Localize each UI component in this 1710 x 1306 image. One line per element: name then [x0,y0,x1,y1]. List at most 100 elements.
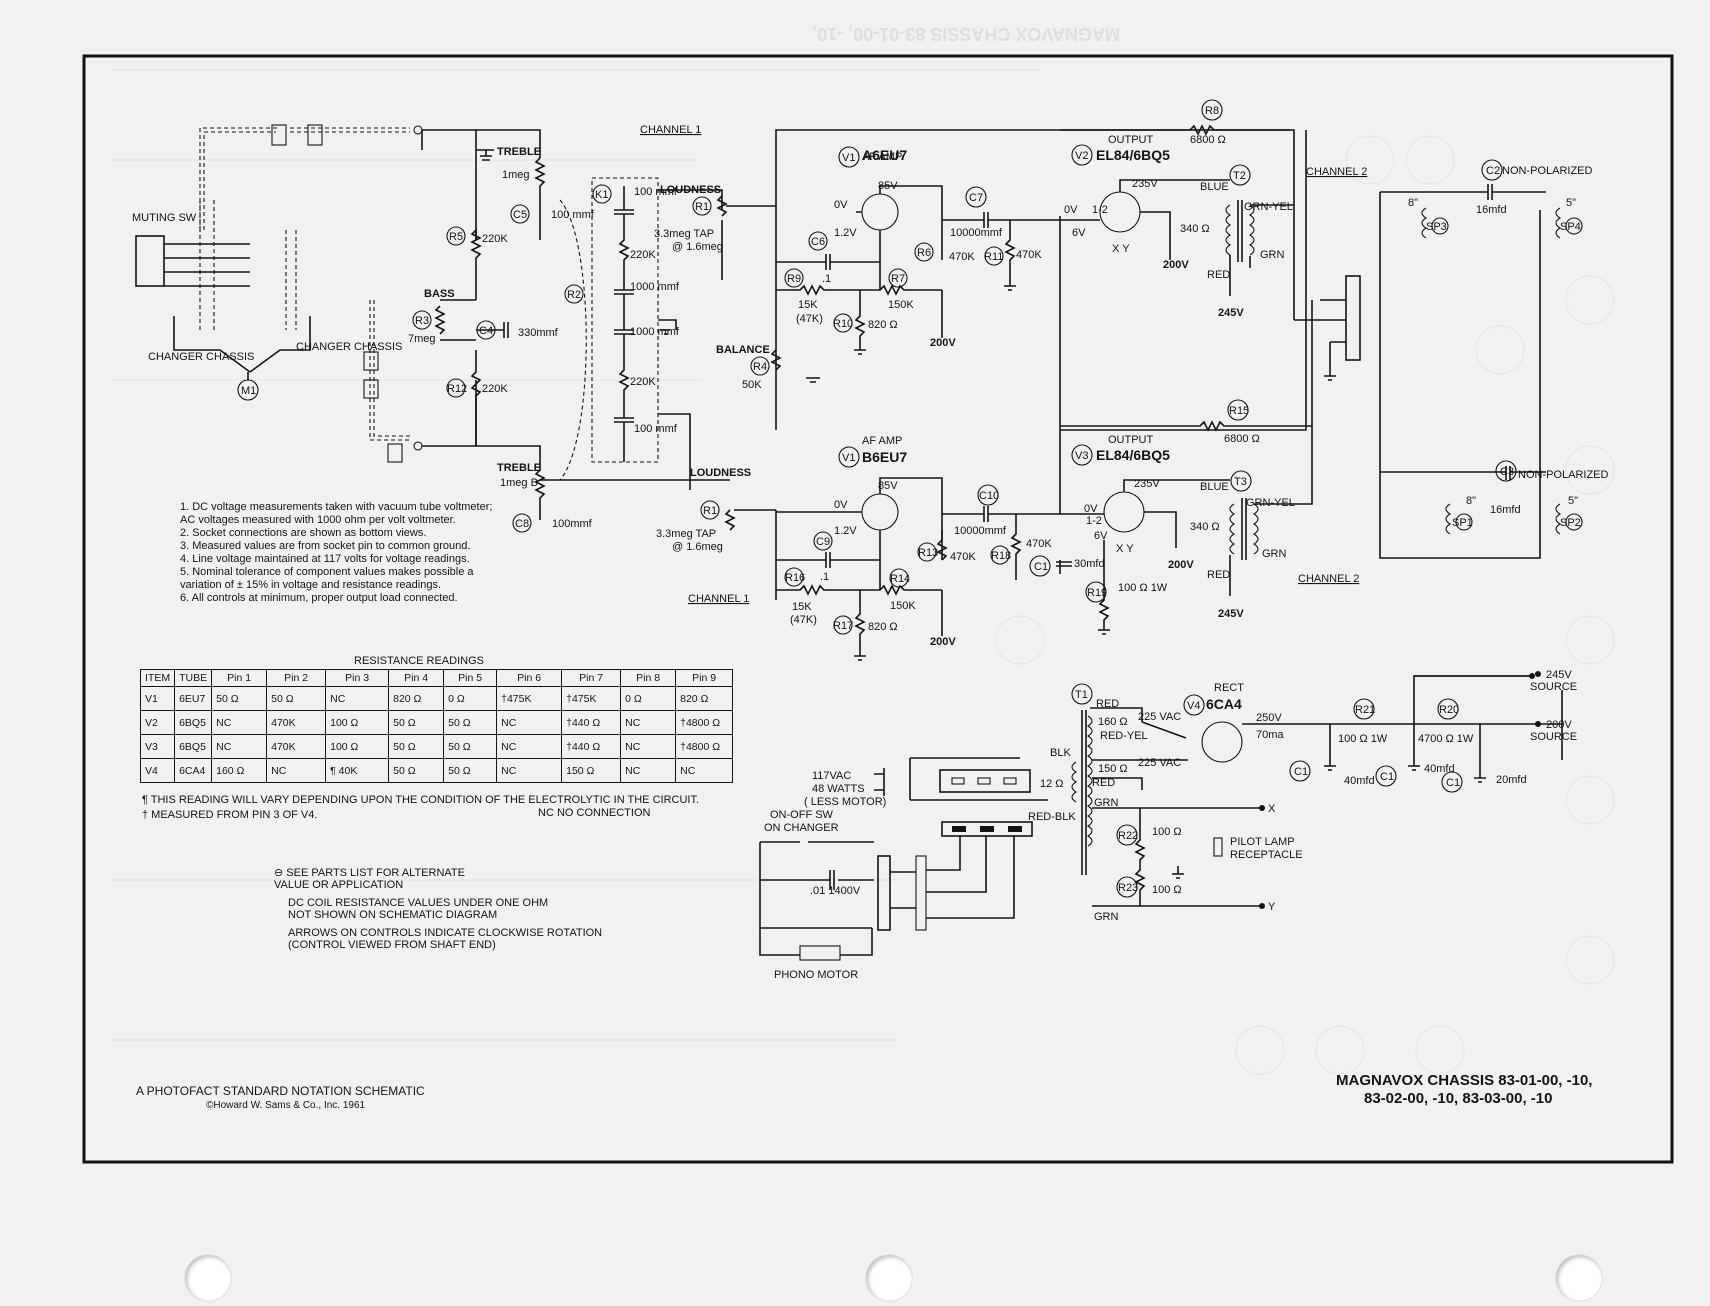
v3-heater: X Y [1116,543,1134,555]
c2-note: NON-POLARIZED [1502,165,1593,177]
c2-value: 16mfd [1476,204,1507,216]
t1-red-2: RED [1092,777,1115,789]
table-cell: †4800 Ω [675,734,734,759]
legend-block: ⊖ SEE PARTS LIST FOR ALTERNATE VALUE OR … [274,867,602,951]
t3-label: T3 [1234,476,1247,488]
r7-label: R7 [891,273,905,285]
pilot-lamp-label: PILOT LAMP [1230,836,1295,848]
v3-grid-voltage: 0V [1084,503,1098,515]
v2-cathode-voltage: 6V [1072,227,1086,239]
t1-225vac-1: 225 VAC [1138,711,1181,723]
r18-value: 470K [1026,538,1052,550]
t1-160-ohm: 160 Ω [1098,716,1128,728]
note-5: 5. Nominal tolerance of component values… [180,566,474,578]
t2-label: T2 [1233,170,1246,182]
table-header: ITEM [139,669,176,687]
table-footnote-2: † MEASURED FROM PIN 3 OF V4. [142,809,317,821]
table-cell: 0 Ω [443,686,498,711]
r22-label: R22 [1118,830,1138,842]
note-2: 2. Socket connections are shown as botto… [180,527,426,539]
r23-label: R23 [1118,882,1138,894]
r15-label: R15 [1229,405,1249,417]
table-row: V2 6BQ5 NC 470K 100 Ω 50 Ω 50 Ω NC †440 … [139,710,734,735]
table-cell: NC [496,758,563,783]
r1b-label: R1 [703,505,717,517]
c3-note: NON-POLARIZED [1518,469,1609,481]
legend-line-1: ⊖ SEE PARTS LIST FOR ALTERNATE [274,867,465,879]
pilot-receptacle-label: RECEPTACLE [1230,849,1303,861]
table-cell: 50 Ω [266,686,327,711]
v3-output-label: OUTPUT [1108,434,1154,446]
note-6: 6. All controls at minimum, proper outpu… [180,592,458,604]
r8-label: R8 [1205,105,1219,117]
r2-label: R2 [567,289,581,301]
table-cell: 150 Ω [561,758,622,783]
r7-value: 150K [888,299,914,311]
v4-tube [1201,721,1243,763]
sp2-size: 5" [1568,495,1578,507]
output-stage-v2: OUTPUT V2 EL84/6BQ5 235V 0V 1-2 6V X Y 2… [1060,99,1367,320]
table-header-row: ITEM TUBE Pin 1 Pin 2 Pin 3 Pin 4 Pin 5 … [139,669,734,687]
note-4: 4. Line voltage maintained at 117 volts … [180,553,470,565]
table-header: Pin 6 [496,669,563,687]
t1-150-ohm: 150 Ω [1098,763,1128,775]
v1b-af-amp: AF AMP [862,435,902,447]
v1b-plate-voltage: 85V [878,480,898,492]
t2-b-plus: 245V [1218,307,1244,319]
v1a-label: V1 [842,152,855,164]
table-cell: ¶ 40K [325,758,390,783]
t1-red-yel: RED-YEL [1100,730,1148,742]
r9-alt: (47K) [796,313,823,325]
c7-value: 10000mmf [950,227,1003,239]
table-header: Pin 3 [325,669,390,687]
table-cell: 470K [266,710,327,735]
muting-sw-label: MUTING SW [132,212,197,224]
legend-line-4: NOT SHOWN ON SCHEMATIC DIAGRAM [288,909,497,921]
r8-value: 6800 Ω [1190,134,1226,146]
output-stage-v3: OUTPUT V3 EL84/6BQ5 235V 0V 1-2 6V X Y 2… [1029,130,1359,630]
r23-value: 100 Ω [1152,884,1182,896]
treble-label-b: TREBLE [497,462,541,474]
m1-label: M1 [241,385,256,397]
c3-value: 16mfd [1490,504,1521,516]
chassis-title-line2: 83-02-00, -10, 83-03-00, -10 [1364,1090,1552,1107]
photofact-notation: A PHOTOFACT STANDARD NOTATION SCHEMATIC [136,1084,425,1098]
table-cell: †4800 Ω [675,710,734,735]
c9-value: .1 [820,571,829,583]
t1-225vac-2: 225 VAC [1138,757,1181,769]
v1a-b-plus: 200V [930,337,956,349]
t3-resistance: 340 Ω [1190,521,1220,533]
balance-label: BALANCE [716,344,770,356]
r11-label: R11 [984,251,1003,263]
c6-value: .1 [822,273,831,285]
loudness-b-tap: 3.3meg TAP [656,528,716,540]
table-header: TUBE [174,669,213,687]
c4-label: C4 [479,325,493,337]
loudness-balance-section: LOUDNESS R1 3.3meg TAP @ 1.6meg BALANCE … [540,129,1290,605]
c6-label: C6 [811,236,825,248]
c1b-value: 40mfd [1424,763,1455,775]
table-cell: 50 Ω [388,758,445,783]
table-header: Pin 5 [443,669,498,687]
r12-label: R12 [447,383,467,395]
ground-symbols [476,149,1486,879]
t2-resistance: 340 Ω [1180,223,1210,235]
r19-label: R19 [1087,587,1107,599]
v2-label: V2 [1075,150,1088,162]
sp1-size: 8" [1466,495,1476,507]
heater-y-label: Y [1268,901,1276,913]
ac-input-less-motor: ( LESS MOTOR) [804,796,886,808]
table-header: Pin 8 [620,669,677,687]
channel1-label-bottom: CHANNEL 1 [688,593,749,605]
table-cell: NC [620,710,677,735]
legend-line-6: (CONTROL VIEWED FROM SHAFT END) [288,939,496,951]
r6-label: R6 [917,247,931,259]
table-cell: 0 Ω [620,686,677,711]
v1b-grid-voltage: 0V [834,499,848,511]
t1-grn-1: GRN [1094,797,1119,809]
r6-value: 470K [949,251,975,263]
treble-a-value: 1meg [502,169,530,181]
r14-label: R14 [890,573,910,585]
v2-type: EL84/6BQ5 [1096,147,1170,163]
v4-voltage: 250V [1256,712,1282,724]
